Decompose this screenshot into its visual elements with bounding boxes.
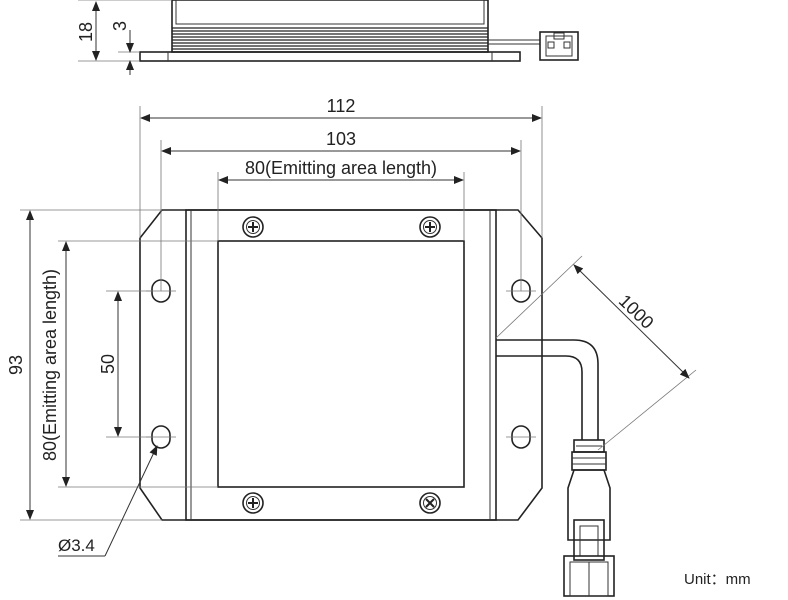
- screws: [242, 216, 441, 514]
- dim-total-height: 93: [6, 355, 26, 375]
- dim-hole-spacing-y: 50: [98, 354, 118, 374]
- screw-bottom-right: [419, 492, 441, 514]
- side-base-plate: [139, 51, 521, 62]
- dim-line-cable-length: [573, 264, 690, 379]
- side-view: 18 3: [76, 0, 579, 75]
- dim-hole-spacing-x: 103: [326, 129, 356, 149]
- housing-body: [185, 209, 497, 521]
- front-view: 112 103 80(Emitting area length) 93 80(E…: [6, 96, 697, 597]
- dim-emitting-height: 80(Emitting area length): [40, 269, 60, 461]
- side-heatsink-body: [171, 0, 489, 53]
- dim-hole-diameter: Ø3.4: [58, 536, 95, 555]
- mounting-slots: [146, 279, 536, 449]
- hole-diameter-leader: [104, 445, 158, 557]
- dim-total-width: 112: [327, 96, 356, 116]
- cable-and-plug: [496, 339, 615, 597]
- dim-side-height: 18: [76, 22, 96, 42]
- dim-side-plate-thickness: 3: [110, 21, 130, 31]
- emitting-area: [217, 240, 465, 488]
- side-connector: [539, 31, 579, 61]
- unit-label: Unit：mm: [684, 571, 751, 588]
- screw-bottom-left: [242, 492, 264, 514]
- mounting-plate-outline: [139, 209, 543, 521]
- side-fins: [172, 27, 488, 50]
- screw-top-right: [419, 216, 441, 238]
- dim-emitting-width: 80(Emitting area length): [245, 158, 437, 178]
- screw-top-left: [242, 216, 264, 238]
